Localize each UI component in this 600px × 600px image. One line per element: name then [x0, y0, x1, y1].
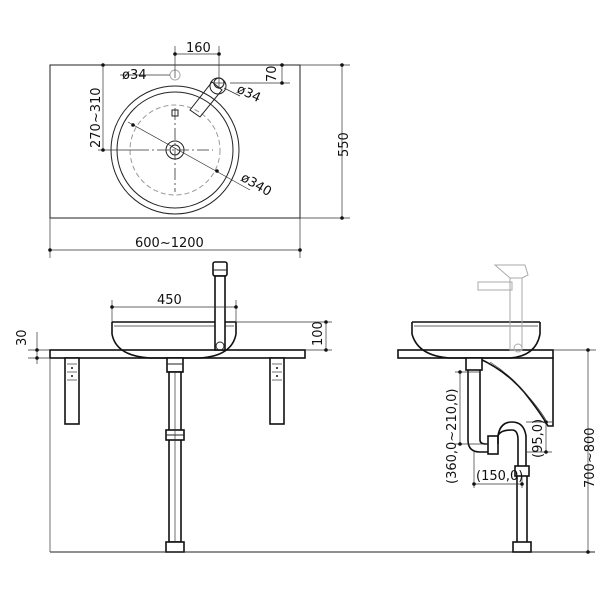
overflow-hole [171, 109, 179, 117]
dim-trap-drop: (95,0) [531, 419, 546, 458]
dim-bowl-height: 100 [311, 321, 326, 346]
dim-drain-height: (360,0~210,0) [445, 389, 460, 484]
bowl-basin-dashed [129, 104, 221, 196]
dim-right-hole-dia: ø34 [234, 82, 263, 106]
p-trap [465, 357, 532, 553]
dim-bowl-dia: ø340 [238, 170, 274, 199]
dim-bowl-width: 450 [157, 293, 182, 308]
dim-left-hole-dia: ø34 [122, 68, 147, 83]
dim-top-depth: 550 [337, 132, 352, 157]
dim-mount-height: 700~800 [583, 427, 598, 488]
dim-faucet-offset: 70 [265, 65, 280, 82]
dim-top-thickness: 30 [15, 329, 30, 346]
dim-faucet-spacing: 160 [186, 41, 211, 56]
left-bracket [64, 357, 80, 425]
drain-pipe-front [165, 357, 185, 553]
faucet-side [477, 264, 529, 353]
faucet-front [212, 261, 228, 351]
top-view: 160 ø34 ø34 70 270~310 ø340 550 [48, 41, 352, 258]
side-view: (360,0~210,0) (95,0) (150,0) 700~800 [397, 264, 598, 554]
dim-top-width: 600~1200 [135, 236, 204, 251]
faucet-spout-top [189, 77, 227, 118]
dim-trap-width: (150,0) [476, 469, 523, 484]
countertop-front [49, 349, 306, 359]
front-view: 450 100 30 [15, 261, 595, 553]
right-bracket [269, 357, 285, 425]
dim-bowl-center: 270~310 [89, 87, 104, 148]
side-bracket [477, 357, 554, 427]
